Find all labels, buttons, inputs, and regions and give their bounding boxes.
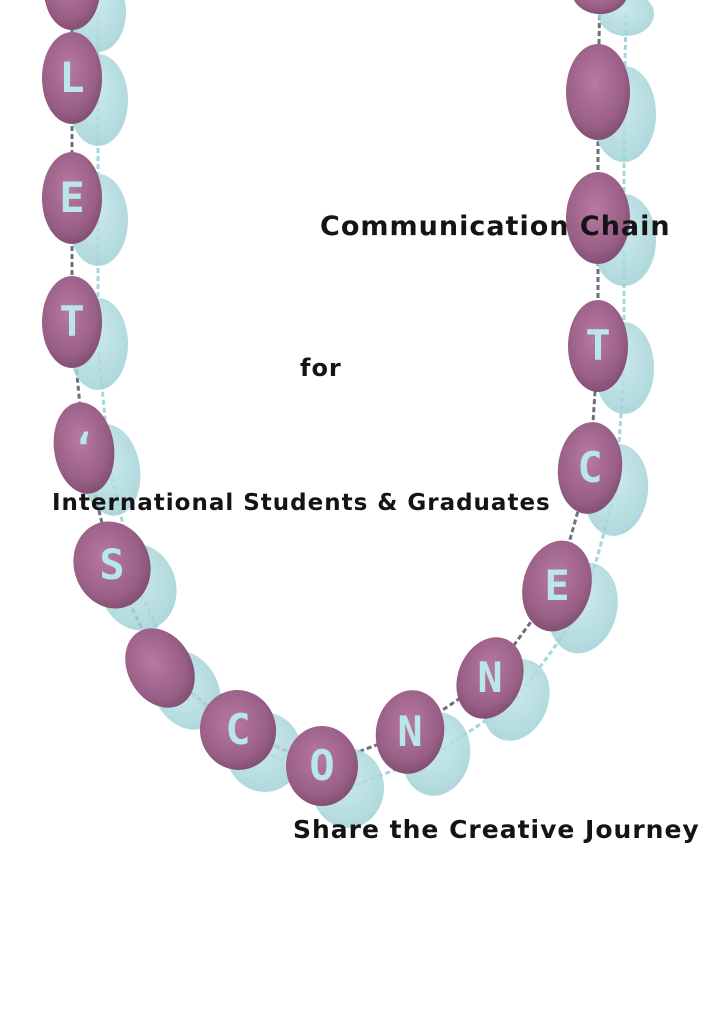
- bead-body: [573, 0, 627, 14]
- bead-body: [42, 32, 102, 124]
- poster-title: Communication Chain: [320, 211, 671, 242]
- bead-letter: N: [397, 707, 422, 756]
- bead-body: [375, 690, 445, 774]
- bead: C: [199, 690, 277, 770]
- bead: T: [568, 300, 628, 392]
- bead-letter: E: [544, 561, 569, 610]
- bead-letter: L: [59, 53, 84, 102]
- bead-body: [42, 152, 102, 244]
- bead: T: [42, 276, 102, 368]
- bead-body: [557, 422, 623, 514]
- bead: [573, 0, 627, 14]
- bead: E: [42, 152, 102, 244]
- bead: O: [286, 726, 358, 806]
- bead-letter: ‘: [72, 426, 96, 472]
- bead: ‘: [53, 402, 115, 494]
- bead-body: [286, 726, 358, 806]
- bead-letter: N: [477, 653, 502, 702]
- bead-body: [44, 0, 100, 30]
- bead-letter: O: [309, 741, 334, 790]
- bead-body: [566, 44, 630, 140]
- bead: N: [456, 637, 524, 719]
- bead-letter: C: [225, 705, 250, 754]
- bead-letter: S: [99, 540, 124, 589]
- tagline: Share the Creative Journey: [293, 815, 700, 844]
- bead-letter: E: [59, 173, 84, 222]
- bead: E: [522, 540, 592, 632]
- bead-body: [53, 402, 115, 494]
- connector-word: for: [300, 354, 342, 382]
- bead-body: [522, 540, 592, 632]
- bead-body: [199, 690, 277, 770]
- bead-body: [456, 637, 524, 719]
- bead-body: [566, 172, 630, 264]
- bead-body: [42, 276, 102, 368]
- bead: L: [42, 32, 102, 124]
- bead-letter: T: [59, 297, 84, 346]
- audience-line: International Students & Graduates: [52, 490, 551, 516]
- bead: C: [557, 422, 623, 514]
- bead: N: [375, 690, 445, 774]
- bead-body: [73, 521, 151, 609]
- bead: [125, 628, 195, 708]
- bead: S: [73, 521, 151, 609]
- bead: [566, 172, 630, 264]
- bead-body: [568, 300, 628, 392]
- bead-letter: C: [577, 443, 602, 492]
- bead: [566, 44, 630, 140]
- bead-body: [125, 628, 195, 708]
- bead: [44, 0, 100, 30]
- bead-letter: T: [585, 321, 610, 370]
